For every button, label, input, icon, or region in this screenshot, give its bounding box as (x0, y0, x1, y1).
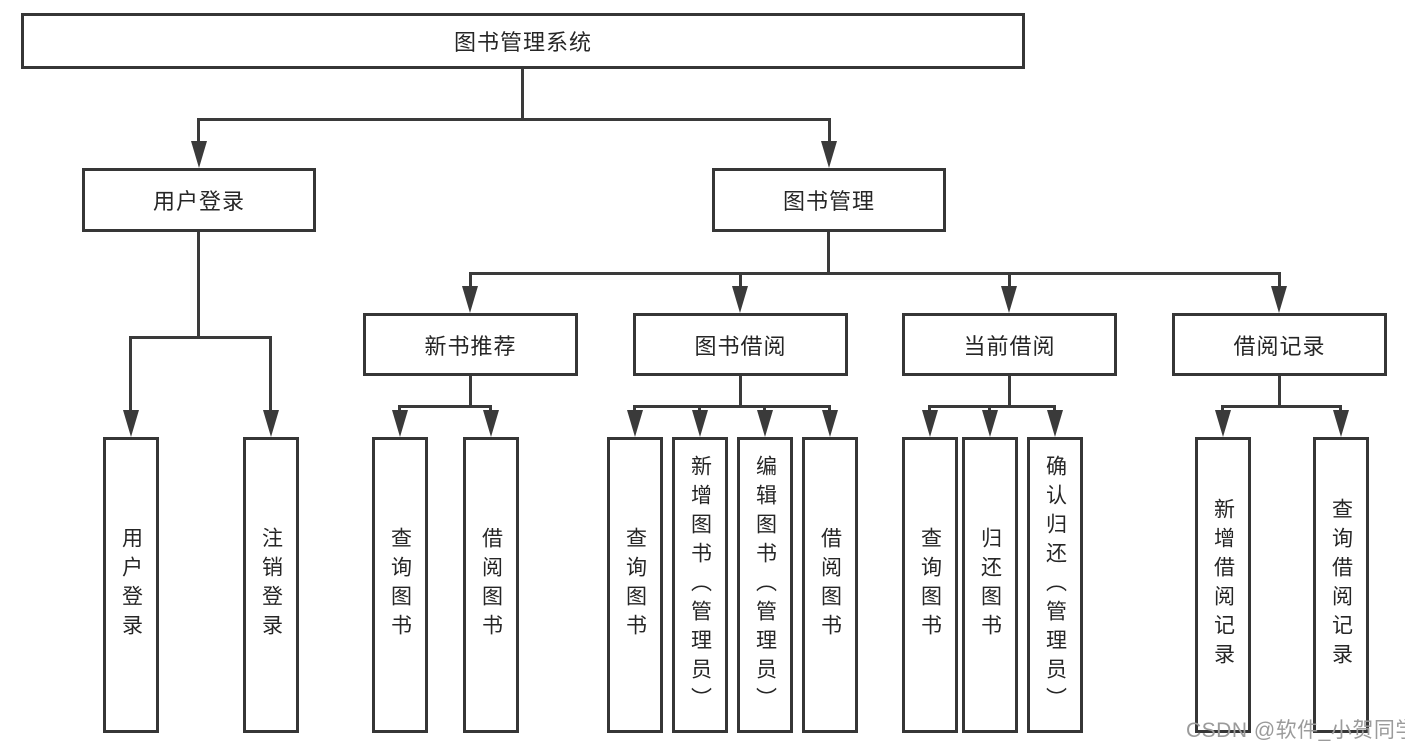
leaf-logout-label: 注销登录 (259, 527, 283, 643)
arrow-down-icon (692, 410, 708, 437)
node-borrow-records: 借阅记录 (1172, 313, 1387, 376)
connector-line (698, 405, 701, 413)
node-user-login-label: 用户登录 (152, 189, 245, 214)
leaf-borrow-query-books-label: 查询图书 (623, 527, 647, 643)
connector-line (1053, 405, 1056, 413)
leaf-borrow-query-books: 查询图书 (607, 437, 663, 733)
connector-line (269, 336, 272, 412)
connector-line (827, 232, 830, 272)
arrow-down-icon (462, 286, 478, 313)
connector-line (129, 336, 132, 412)
node-root-label: 图书管理系统 (453, 30, 592, 55)
leaf-current-query-books-label: 查询图书 (918, 527, 942, 643)
connector-line (398, 405, 491, 408)
connector-line (739, 376, 742, 405)
connector-line (197, 232, 200, 336)
leaf-add-book-admin-label: 新增图书（管理员） (688, 454, 712, 716)
connector-line (469, 272, 1281, 275)
connector-line (1278, 376, 1281, 405)
connector-line (1221, 405, 1341, 408)
leaf-recommend-borrow-books-label: 借阅图书 (479, 527, 503, 643)
leaf-edit-book-admin: 编辑图书（管理员） (737, 437, 793, 733)
leaf-confirm-return-admin-label: 确认归还（管理员） (1043, 454, 1067, 716)
connector-line (469, 272, 472, 288)
leaf-user-login-label: 用户登录 (119, 527, 143, 643)
connector-line (633, 405, 636, 413)
arrow-down-icon (483, 410, 499, 437)
leaf-logout: 注销登录 (243, 437, 299, 733)
leaf-recommend-query-books: 查询图书 (372, 437, 428, 733)
node-new-book-recommend-label: 新书推荐 (424, 333, 517, 359)
leaf-add-book-admin: 新增图书（管理员） (672, 437, 728, 733)
arrow-down-icon (191, 141, 207, 168)
connector-line (129, 336, 272, 339)
leaf-edit-book-admin-label: 编辑图书（管理员） (753, 454, 777, 716)
leaf-borrow-book-label: 借阅图书 (818, 527, 842, 643)
arrow-down-icon (1271, 286, 1287, 313)
arrow-down-icon (1047, 410, 1063, 437)
connector-line (398, 405, 401, 413)
arrow-down-icon (732, 286, 748, 313)
connector-line (197, 118, 200, 144)
node-root: 图书管理系统 (21, 13, 1025, 69)
arrow-down-icon (757, 410, 773, 437)
connector-line (469, 376, 472, 405)
connector-line (763, 405, 766, 413)
arrow-down-icon (821, 141, 837, 168)
connector-line (928, 405, 931, 413)
arrow-down-icon (1215, 410, 1231, 437)
connector-line (489, 405, 492, 413)
connector-line (633, 405, 830, 408)
node-book-borrow: 图书借阅 (633, 313, 848, 376)
node-current-borrow-label: 当前借阅 (963, 333, 1056, 359)
arrow-down-icon (982, 410, 998, 437)
connector-line (521, 69, 524, 118)
arrow-down-icon (627, 410, 643, 437)
connector-line (1278, 272, 1281, 288)
connector-line (988, 405, 991, 413)
leaf-recommend-query-books-label: 查询图书 (388, 527, 412, 643)
connector-line (928, 405, 1055, 408)
leaf-confirm-return-admin: 确认归还（管理员） (1027, 437, 1083, 733)
node-book-management-label: 图书管理 (782, 189, 875, 214)
connector-line (739, 272, 742, 288)
connector-line (828, 405, 831, 413)
leaf-return-book-label: 归还图书 (978, 527, 1002, 643)
leaf-borrow-book: 借阅图书 (802, 437, 858, 733)
connector-line (1008, 376, 1011, 405)
node-current-borrow: 当前借阅 (902, 313, 1117, 376)
connector-line (828, 118, 831, 144)
node-borrow-records-label: 借阅记录 (1233, 333, 1326, 359)
leaf-query-borrow-record-label: 查询借阅记录 (1329, 498, 1353, 672)
watermark: CSDN @软件_小贺同学 (1186, 719, 1405, 742)
arrow-down-icon (1333, 410, 1349, 437)
arrow-down-icon (922, 410, 938, 437)
leaf-recommend-borrow-books: 借阅图书 (463, 437, 519, 733)
node-new-book-recommend: 新书推荐 (363, 313, 578, 376)
leaf-current-query-books: 查询图书 (902, 437, 958, 733)
arrow-down-icon (822, 410, 838, 437)
connector-line (1339, 405, 1342, 413)
node-user-login: 用户登录 (82, 168, 316, 232)
leaf-add-borrow-record: 新增借阅记录 (1195, 437, 1251, 733)
connector-line (197, 118, 831, 121)
arrow-down-icon (123, 410, 139, 437)
leaf-query-borrow-record: 查询借阅记录 (1313, 437, 1369, 733)
leaf-add-borrow-record-label: 新增借阅记录 (1211, 498, 1235, 672)
leaf-return-book: 归还图书 (962, 437, 1018, 733)
arrow-down-icon (263, 410, 279, 437)
node-book-borrow-label: 图书借阅 (694, 333, 787, 359)
node-book-management: 图书管理 (712, 168, 946, 232)
leaf-user-login: 用户登录 (103, 437, 159, 733)
arrow-down-icon (392, 410, 408, 437)
connector-line (1221, 405, 1224, 413)
connector-line (1008, 272, 1011, 288)
arrow-down-icon (1001, 286, 1017, 313)
